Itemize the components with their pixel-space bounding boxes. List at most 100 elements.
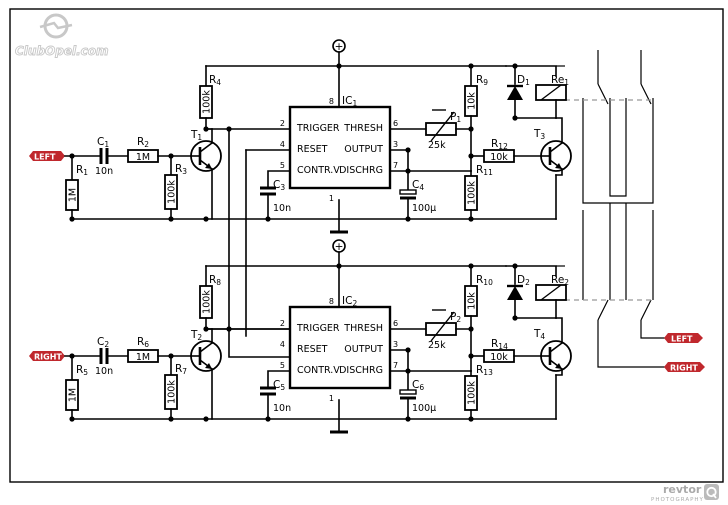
pin-label-control: CONTR.V: [297, 365, 340, 376]
input-capacitor: [99, 148, 109, 164]
relay-coil: [535, 84, 567, 101]
svg-text:100k: 100k: [467, 381, 478, 405]
timer-ic-ref: IC2: [342, 295, 357, 308]
input-tag: LEFT: [29, 151, 65, 162]
potentiometer-value: 25k: [428, 340, 446, 351]
potentiometer-ref: P2: [450, 311, 461, 324]
pin-label-reset: RESET: [297, 144, 328, 155]
supply-icon: +: [332, 39, 346, 53]
base-resistor: 100k: [164, 174, 178, 210]
flyback-diode: [507, 84, 523, 100]
base-resistor-ref: R7: [175, 363, 187, 376]
pin-number: 7: [393, 361, 398, 370]
pin-label-output: OUTPUT: [344, 144, 383, 155]
flyback-diode-ref: D1: [517, 74, 530, 87]
output-base-resistor: 10k: [483, 149, 515, 163]
input-capacitor-value: 10n: [95, 366, 113, 377]
relay-switch-network: [565, 50, 668, 368]
pin-label-dischrg: DISCHRG: [339, 365, 383, 376]
photo-credit: revtor PHOTOGRAPHY: [651, 483, 719, 503]
junction-dot: [336, 263, 342, 269]
bottom-resistor-ref: R13: [476, 364, 493, 377]
svg-text:100k: 100k: [202, 90, 213, 114]
svg-text:100k: 100k: [467, 181, 478, 205]
pin-number: 3: [393, 140, 398, 149]
svg-text:100k: 100k: [167, 380, 178, 404]
input-transistor: [190, 340, 222, 372]
collector-resistor: 100k: [199, 85, 213, 119]
svg-text:LEFT: LEFT: [671, 335, 693, 344]
output-base-resistor-ref: R14: [491, 338, 508, 351]
base-resistor: 100k: [164, 374, 178, 410]
top-resistor-ref: R10: [476, 274, 493, 287]
svg-text:1M: 1M: [136, 352, 150, 363]
svg-text:10k: 10k: [490, 352, 508, 363]
series-resistor-ref: R6: [137, 336, 149, 349]
timing-capacitor-ref: C4: [412, 179, 424, 192]
junction-dot: [512, 115, 518, 121]
pin-number: 6: [393, 319, 398, 328]
input-capacitor-ref: C2: [97, 336, 109, 349]
timer-ic-ref: IC1: [342, 95, 357, 108]
timing-capacitor-ref: C6: [412, 379, 424, 392]
output-transistor: [540, 140, 572, 172]
base-resistor-ref: R3: [175, 163, 187, 176]
timer-ic: TRIGGERRESETCONTR.VTHRESHOUTPUTDISCHRG24…: [280, 295, 398, 403]
output-base-resistor-ref: R12: [491, 138, 508, 151]
opel-logo-icon: [39, 13, 73, 39]
input-shunt-resistor-ref: R1: [76, 164, 88, 177]
credit-brand: revtor: [663, 483, 702, 496]
svg-text:10k: 10k: [490, 152, 508, 163]
series-resistor: 1M: [127, 349, 159, 363]
collector-resistor-ref: R8: [209, 274, 221, 287]
pin-number: 8: [329, 97, 334, 106]
output-tag-right: RIGHT: [664, 362, 705, 373]
supply-symbol: +: [335, 241, 344, 253]
input-transistor-ref: T2: [190, 329, 202, 342]
pin-number: 3: [393, 340, 398, 349]
series-resistor: 1M: [127, 149, 159, 163]
pin-label-reset: RESET: [297, 344, 328, 355]
junction-dot: [468, 153, 474, 159]
output-transistor-ref: T3: [533, 128, 545, 141]
relay-coil-ref: Re2: [551, 274, 569, 287]
bottom-resistor: 100k: [464, 175, 478, 211]
svg-text:10k: 10k: [467, 92, 478, 110]
output-base-resistor: 10k: [483, 349, 515, 363]
input-capacitor: [99, 348, 109, 364]
credit-sub: PHOTOGRAPHY: [651, 497, 704, 503]
top-resistor-ref: R9: [476, 74, 488, 87]
supply-symbol: +: [335, 41, 344, 53]
series-resistor-ref: R2: [137, 136, 149, 149]
input-tag-label: LEFT: [34, 153, 56, 162]
pin-label-thresh: THRESH: [343, 123, 383, 134]
svg-text:100k: 100k: [167, 180, 178, 204]
pin-number: 1: [329, 394, 334, 403]
output-transistor: [540, 340, 572, 372]
pin-label-control: CONTR.V: [297, 165, 340, 176]
timing-capacitor-value: 100µ: [412, 203, 436, 214]
svg-text:10k: 10k: [467, 292, 478, 310]
potentiometer-value: 25k: [428, 140, 446, 151]
pin-number: 4: [280, 340, 285, 349]
pin-number: 1: [329, 194, 334, 203]
output-tag-left: LEFT: [664, 333, 703, 344]
pin-number: 8: [329, 297, 334, 306]
top-resistor: 10k: [464, 285, 478, 317]
watermark-text: ClubOpel.com: [15, 44, 109, 58]
watermark: ClubOpel.com: [15, 13, 109, 58]
input-capacitor-value: 10n: [95, 166, 113, 177]
collector-resistor-ref: R4: [209, 74, 221, 87]
input-transistor-ref: T1: [190, 129, 202, 142]
timing-capacitor: [399, 389, 417, 400]
flyback-diode: [507, 284, 523, 300]
input-tag-label: RIGHT: [34, 353, 62, 362]
junction-dot: [468, 353, 474, 359]
svg-text:1M: 1M: [136, 152, 150, 163]
pin-label-dischrg: DISCHRG: [339, 165, 383, 176]
credit-q-icon: [704, 484, 719, 500]
potentiometer: [425, 309, 457, 342]
input-tag: RIGHT: [29, 351, 65, 362]
